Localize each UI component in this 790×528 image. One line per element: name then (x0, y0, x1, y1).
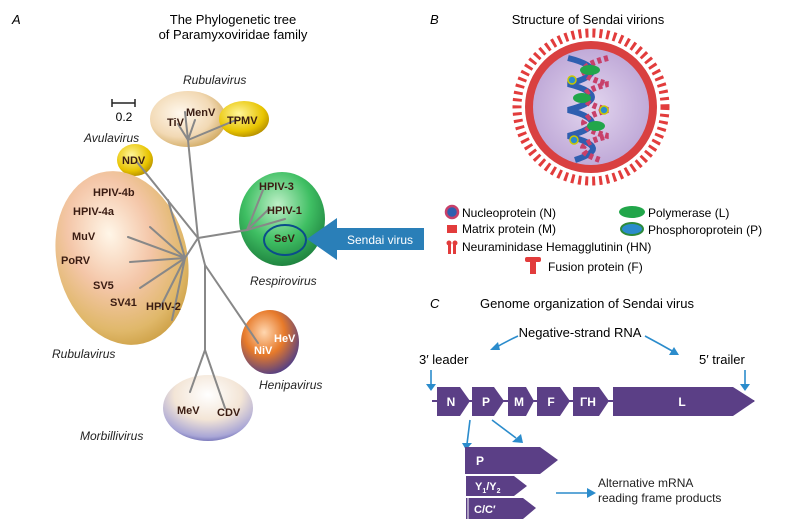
product-p-label: P (476, 454, 484, 468)
panel-b-title: Structure of Sendai virions (512, 12, 665, 27)
label-hev: HeV (274, 333, 296, 345)
nucleoprotein-legend-icon (444, 204, 460, 220)
label-muv: MuV (72, 231, 96, 243)
genus-rubulavirus-top: Rubulavirus (183, 73, 246, 87)
genus-avulavirus: Avulavirus (83, 131, 139, 145)
gene-l-label: L (678, 395, 685, 409)
pointer-arrowheads (426, 342, 750, 498)
product-cc-label: C/C′ (474, 504, 496, 516)
label-tpmv: TPMV (227, 115, 258, 127)
label-hpiv4a: HPIV-4a (73, 206, 115, 218)
label-ndv: NDV (122, 155, 146, 167)
sendai-virus-callout-label: Sendai virus (347, 233, 413, 247)
clade-rubulavirus-bottom (55, 171, 189, 345)
phylogenetic-tree-branches (127, 111, 286, 409)
panel-c-letter: C (430, 296, 440, 311)
genus-morbillivirus: Morbillivirus (80, 429, 143, 443)
label-sv41: SV41 (110, 297, 137, 309)
scale-bar (111, 99, 136, 107)
gene-n-arrow (437, 387, 470, 416)
genus-henipavirus: Henipavirus (259, 378, 322, 392)
virion-illustration (512, 28, 670, 186)
gene-p-arrow (472, 387, 504, 416)
sendai-virus-callout-arrow (307, 218, 424, 260)
label-mev: MeV (177, 405, 200, 417)
product-p-arrow (465, 447, 558, 474)
panel-a-letter: A (11, 12, 21, 27)
clade-avulavirus (117, 144, 153, 176)
legend-hn: Neuraminidase Hemagglutinin (HN) (462, 240, 651, 254)
gene-f-arrow (537, 387, 570, 416)
genus-rubulavirus-bottom: Rubulavirus (52, 347, 115, 361)
panel-a-title-line2: of Paramyxoviridae family (159, 27, 308, 42)
sev-highlight-circle (263, 224, 307, 256)
genus-respirovirus: Respirovirus (250, 274, 317, 288)
leader-label: 3′ leader (419, 352, 469, 367)
product-y-label: Y1/Y2 (475, 481, 501, 495)
virion-legend: Nucleoprotein (N) Polymerase (L) Matrix … (444, 204, 762, 274)
legend-phosphoprotein: Phosphoroprotein (P) (648, 223, 762, 237)
legend-polymerase: Polymerase (L) (648, 206, 729, 220)
clade-henipavirus (241, 310, 299, 374)
label-hpiv3: HPIV-3 (259, 181, 294, 193)
gene-hn-label: ΓH (580, 395, 596, 409)
alternative-products-line1: Alternative mRNA (598, 476, 694, 490)
scale-label: 0.2 (116, 110, 133, 124)
gene-hn-arrow (573, 387, 609, 416)
label-menv: MenV (186, 107, 216, 119)
label-hpiv1: HPIV-1 (267, 205, 302, 217)
negative-strand-label: Negative-strand RNA (519, 325, 642, 340)
gene-m-arrow (508, 387, 534, 416)
product-y-arrow (466, 476, 527, 496)
gene-l-arrow (613, 387, 755, 416)
legend-fusion: Fusion protein (F) (548, 260, 643, 274)
label-sv5: SV5 (93, 280, 114, 292)
trailer-label: 5′ trailer (699, 352, 745, 367)
matrix-legend-icon (447, 225, 457, 233)
legend-nucleoprotein: Nucleoprotein (N) (462, 206, 556, 220)
gene-n-label: N (447, 395, 456, 409)
alternative-products-note: Alternative mRNA reading frame products (598, 476, 721, 506)
panel-c-title: Genome organization of Sendai virus (480, 296, 694, 311)
product-cc-arrow (466, 498, 536, 519)
label-cdv: CDV (217, 407, 241, 419)
pointer-arrows (430, 335, 746, 494)
gene-f-label: F (547, 395, 554, 409)
panel-b-letter: B (430, 12, 439, 27)
label-niv: NiV (254, 345, 273, 357)
label-hpiv4b: HPIV-4b (93, 187, 135, 199)
panel-a-title-line1: The Phylogenetic tree (170, 12, 296, 27)
legend-matrix: Matrix protein (M) (462, 222, 556, 236)
clade-tpmv (219, 101, 269, 137)
label-hpiv2: HPIV-2 (146, 301, 181, 313)
hn-legend-icon (446, 240, 458, 254)
alternative-products-line2: reading frame products (598, 491, 722, 505)
label-porv: PoRV (61, 255, 91, 267)
clade-morbillivirus (163, 375, 253, 441)
label-tiv: TiV (167, 117, 185, 129)
fusion-protein-legend-icon (525, 257, 541, 274)
gene-p-label: P (482, 395, 490, 409)
polymerase-legend-icon (619, 206, 645, 218)
label-sev: SeV (274, 233, 295, 245)
gene-m-label: M (514, 395, 524, 409)
phosphoprotein-legend-icon (620, 222, 644, 236)
